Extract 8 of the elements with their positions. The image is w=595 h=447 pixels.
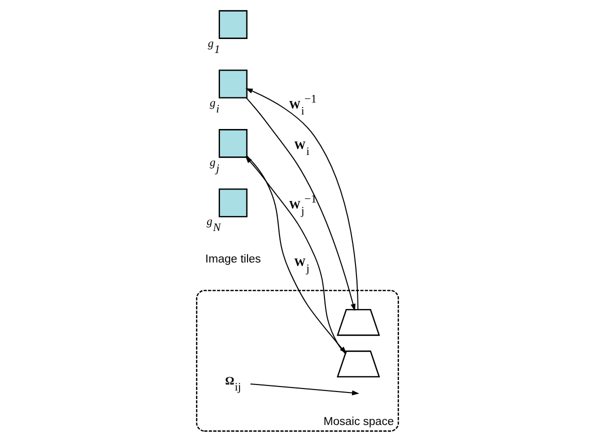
node-box <box>218 129 248 158</box>
node-trapezoid <box>336 350 380 378</box>
node-box <box>218 10 248 39</box>
label: Image tiles <box>205 254 261 266</box>
node-trapezoid <box>336 309 380 336</box>
arrow <box>250 383 360 396</box>
node-box <box>218 188 248 218</box>
node-box <box>218 70 248 98</box>
